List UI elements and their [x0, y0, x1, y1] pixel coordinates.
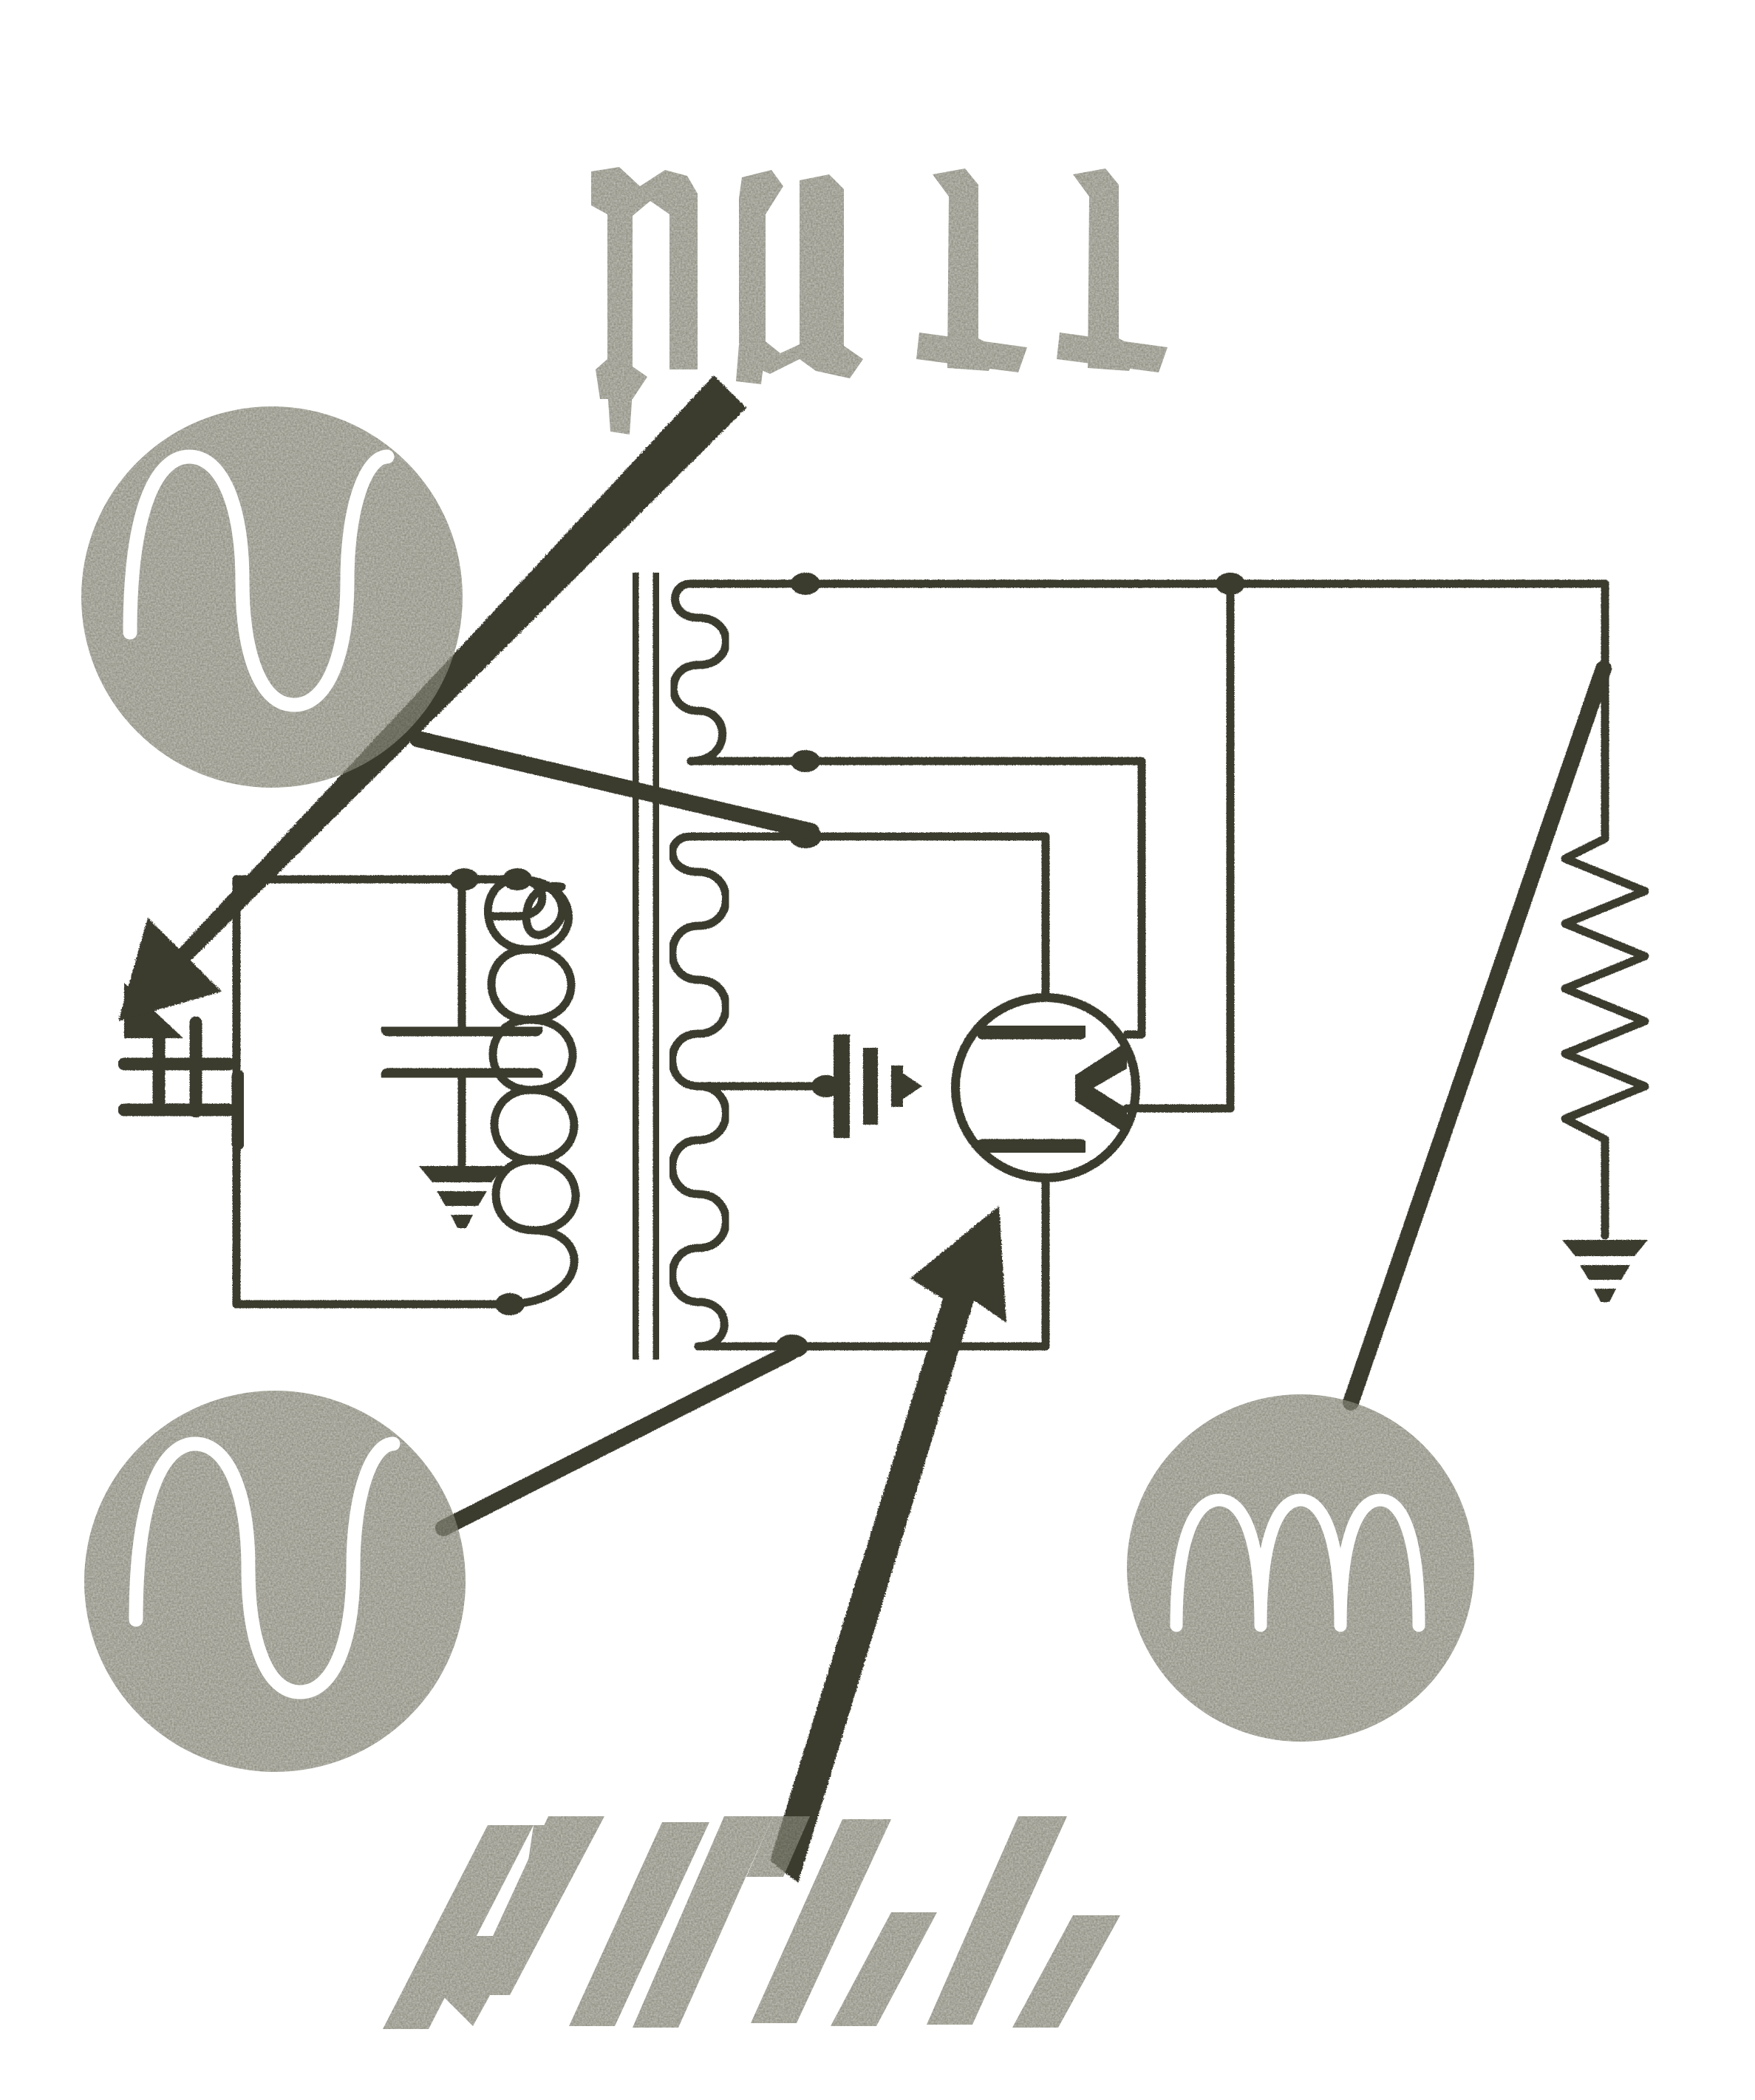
capacitor-symbol [381, 1022, 543, 1083]
transformer-primary-winding [669, 579, 730, 766]
inductor-coil [483, 875, 580, 1309]
wire-to-plate [801, 832, 1050, 1002]
wire-grid-feed [801, 757, 1146, 1039]
transformer-core [629, 573, 663, 1360]
sine-waveform [129, 1436, 401, 1700]
tube-envelope [951, 993, 1140, 1182]
resistor-symbol [1561, 834, 1649, 1165]
ground-symbol-resistor [1562, 1240, 1648, 1302]
battery-symbol [117, 1016, 245, 1150]
rectified-wave-output-callout [1127, 1394, 1474, 1742]
sine-wave-secondary-callout [84, 1391, 466, 1772]
transformer-secondary-winding [668, 832, 730, 1351]
bottom-word-push [383, 1816, 1120, 2029]
callout-disc [84, 1391, 466, 1772]
top-word-pull [591, 167, 1168, 434]
sine-waveform [123, 449, 395, 712]
vacuum-tube-symbol [951, 993, 1140, 1182]
leader-bottom-right [1343, 661, 1612, 1411]
rectified-waveform [1170, 1493, 1425, 1632]
ground-symbol-horizontal [834, 1034, 922, 1138]
leader-bottom-left [435, 1344, 799, 1536]
callout-disc [1127, 1394, 1474, 1742]
wire-to-cathode [788, 1174, 1050, 1351]
sine-wave-input-callout [81, 406, 463, 788]
tube-grid-wedge [1075, 1042, 1127, 1134]
callout-leaders [409, 661, 1612, 1536]
callout-disc [81, 406, 463, 788]
leader-top-left [409, 731, 819, 839]
push-arrow [770, 1206, 1006, 1883]
ground-symbols [419, 1166, 1648, 1302]
